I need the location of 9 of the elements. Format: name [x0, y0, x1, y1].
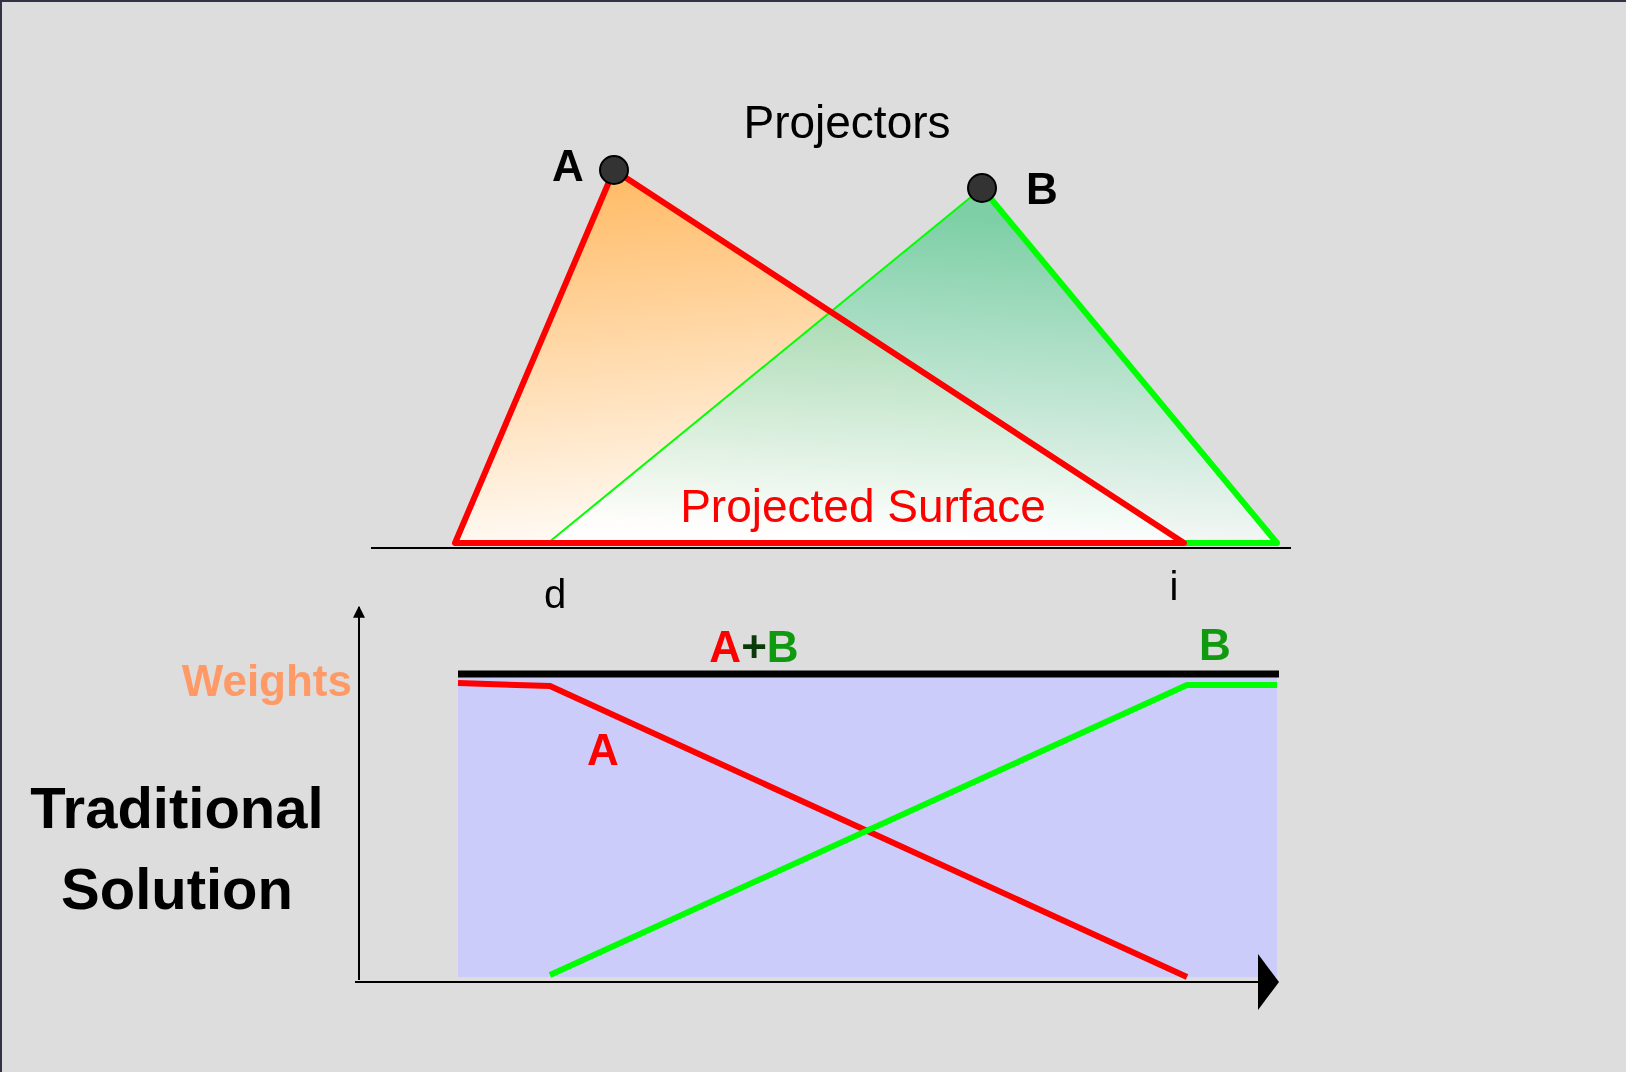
sum-label: A+B [709, 625, 799, 669]
title: Traditional Solution [29, 774, 325, 924]
weight-curve-label: A [587, 728, 619, 772]
projector-label: A [552, 144, 584, 188]
position-label: i [1169, 566, 1179, 606]
weight-curve-label: B [1199, 623, 1231, 667]
position-label: d [543, 574, 567, 614]
projector-label: B [1026, 167, 1058, 211]
axis-label: Weights [181, 659, 352, 703]
